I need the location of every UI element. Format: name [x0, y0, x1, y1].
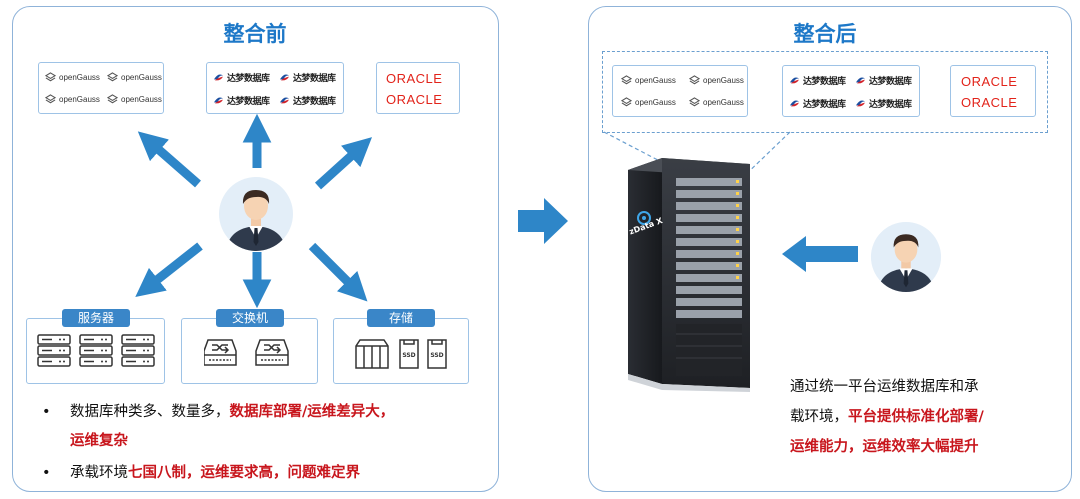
arrow-to-oracle: [314, 137, 373, 190]
after-desc-line1: 通过统一平台运维数据库和承: [790, 379, 979, 395]
server-icon: [37, 334, 71, 367]
bullet-2-text: 承载环境: [70, 465, 128, 481]
opengauss-icon: [107, 94, 118, 104]
switch-icons: [204, 339, 289, 366]
arrow-to-storage: [308, 242, 368, 302]
opengauss-box: openGauss openGauss openGauss openGauss: [38, 62, 164, 114]
opengauss-label: openGauss: [121, 95, 162, 104]
dameng-label: 达梦数据库: [293, 74, 336, 84]
opengauss-label: openGauss: [121, 73, 162, 82]
storage-tag: 存储: [367, 309, 435, 327]
opengauss-label: openGauss: [635, 98, 676, 107]
opengauss-label: openGauss: [703, 76, 744, 85]
rack-connector-lines: [603, 131, 791, 183]
bullet-dot: •: [42, 404, 51, 420]
bullet-1-highlight: 数据库部署/运维差异大，: [229, 404, 395, 420]
admin-avatar: [870, 221, 942, 293]
opengauss-box: openGauss openGauss openGauss openGauss: [612, 65, 748, 117]
dameng-icon: [279, 74, 290, 81]
ssd-icon: [399, 339, 419, 369]
opengauss-label: openGauss: [59, 95, 100, 104]
transition-arrow: [518, 198, 568, 244]
bullet-dot: •: [42, 465, 51, 481]
bullet-1-text: 数据库种类多、数量多，: [70, 404, 230, 420]
server-icon: [79, 334, 113, 367]
dameng-box: 达梦数据库 达梦数据库 达梦数据库 达梦数据库: [782, 65, 920, 117]
opengauss-icon: [621, 97, 632, 107]
opengauss-icon: [689, 97, 700, 107]
dameng-label: 达梦数据库: [227, 74, 270, 84]
oracle-label: ORACLE: [386, 71, 443, 86]
after-title: 整合后: [793, 22, 857, 46]
switch-icon: [255, 339, 289, 366]
switch-icon: [204, 339, 237, 366]
opengauss-icon: [107, 72, 118, 82]
dameng-icon: [855, 100, 866, 107]
ssd-label: SSD: [402, 352, 416, 359]
oracle-box: ORACLE ORACLE: [950, 65, 1036, 117]
arrow-to-opengauss: [137, 131, 201, 188]
dameng-box: 达梦数据库 达梦数据库 达梦数据库 达梦数据库: [206, 62, 344, 114]
dameng-icon: [855, 77, 866, 84]
ssd-icon: [427, 339, 447, 369]
oracle-label: ORACLE: [961, 95, 1018, 110]
dameng-label: 达梦数据库: [869, 100, 912, 110]
dameng-label: 达梦数据库: [227, 97, 270, 107]
before-title: 整合前: [223, 22, 287, 46]
dameng-icon: [279, 97, 290, 104]
arrow-to-rack: [782, 236, 858, 272]
bullet-2-highlight: 七国八制，运维要求高，问题难定界: [128, 465, 360, 481]
bullet-1-highlight-2: 运维复杂: [70, 433, 128, 449]
server-icons: [37, 334, 155, 367]
after-desc-line2-red: 平台提供标准化部署/: [848, 409, 984, 425]
ssd-label: SSD: [430, 352, 444, 359]
opengauss-label: openGauss: [635, 76, 676, 85]
switch-tag: 交换机: [216, 309, 284, 327]
storage-array-icon: [355, 339, 389, 369]
bullet-1: • 数据库种类多、数量多，数据库部署/运维差异大， 运维复杂: [42, 398, 482, 456]
dameng-label: 达梦数据库: [803, 77, 846, 87]
after-desc-line2-plain: 载环境，: [790, 409, 848, 425]
dameng-icon: [213, 97, 224, 104]
admin-avatar: [219, 177, 293, 251]
dameng-label: 达梦数据库: [293, 97, 336, 107]
storage-icons: [355, 339, 447, 369]
arrow-to-server: [135, 242, 203, 298]
db-dashed-container: [602, 51, 1048, 133]
opengauss-icon: [45, 72, 56, 82]
dameng-icon: [789, 100, 800, 107]
after-desc-line3-red: 运维能力，运维效率大幅提升: [790, 439, 979, 455]
opengauss-label: openGauss: [59, 73, 100, 82]
zdata-rack: [628, 158, 750, 392]
server-tag: 服务器: [62, 309, 130, 327]
bullet-2: • 承载环境七国八制，运维要求高，问题难定界: [42, 459, 482, 488]
before-arrows: [135, 113, 373, 309]
oracle-box: ORACLE ORACLE: [376, 62, 460, 114]
after-description: 通过统一平台运维数据库和承 载环境，平台提供标准化部署/ 运维能力，运维效率大幅…: [790, 372, 1060, 462]
opengauss-label: openGauss: [703, 98, 744, 107]
opengauss-icon: [45, 94, 56, 104]
opengauss-icon: [689, 75, 700, 85]
server-icon: [121, 334, 155, 367]
dameng-icon: [789, 77, 800, 84]
dameng-icon: [213, 74, 224, 81]
dameng-label: 达梦数据库: [869, 77, 912, 87]
dameng-label: 达梦数据库: [803, 100, 846, 110]
oracle-label: ORACLE: [386, 92, 443, 107]
opengauss-icon: [621, 75, 632, 85]
oracle-label: ORACLE: [961, 74, 1018, 89]
